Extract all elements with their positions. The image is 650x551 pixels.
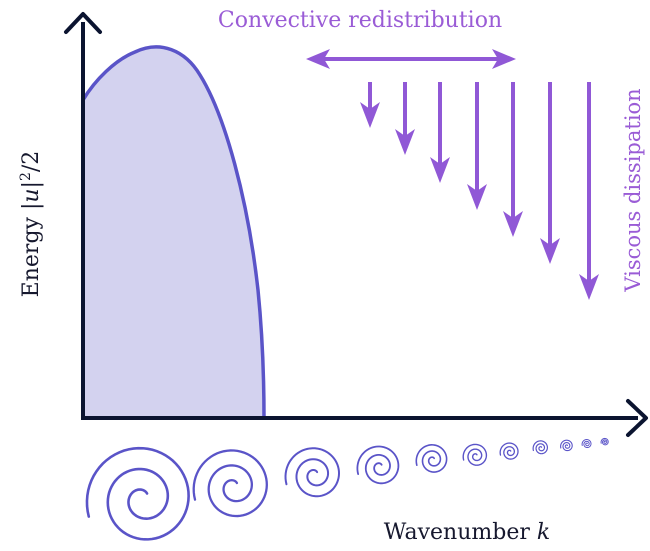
dissipation-arrow: [430, 82, 450, 183]
y-axis-label-bar: |: [19, 181, 44, 188]
x-axis-label-variable: k: [537, 520, 550, 545]
x-axis-label: Wavenumber k: [384, 520, 550, 545]
eddy-spiral: [194, 450, 267, 516]
x-axis-label-prefix: Wavenumber: [384, 520, 537, 545]
y-axis-label: Energy |u|2/2: [18, 151, 44, 298]
eddy-spiral: [582, 440, 591, 448]
dissipation-arrow: [467, 82, 487, 210]
dissipation-arrow: [579, 82, 599, 300]
eddy-spiral: [416, 445, 446, 472]
eddy-spiral: [357, 446, 398, 483]
viscous-dissipation-label: Viscous dissipation: [621, 88, 645, 292]
energy-spectrum-fill: [83, 47, 264, 418]
viscous-dissipation-arrows: [360, 82, 599, 300]
convective-redistribution-label: Convective redistribution: [218, 8, 502, 33]
eddy-spiral: [286, 448, 340, 496]
eddy-spiral: [533, 441, 547, 454]
y-axis-label-prefix: Energy |: [19, 203, 44, 298]
dissipation-arrow: [540, 82, 560, 264]
y-axis-label-tail: /2: [19, 151, 44, 172]
eddy-spiral: [87, 448, 189, 539]
eddy-spiral: [463, 444, 486, 465]
dissipation-arrow: [503, 82, 523, 237]
dissipation-arrow: [360, 82, 380, 128]
y-axis-label-variable: u: [19, 188, 44, 202]
eddy-spiral: [601, 438, 608, 444]
dissipation-arrow: [395, 82, 415, 155]
y-axis-label-power: 2: [18, 172, 34, 181]
eddy-spiral: [561, 440, 573, 450]
eddy-spiral: [500, 443, 518, 459]
